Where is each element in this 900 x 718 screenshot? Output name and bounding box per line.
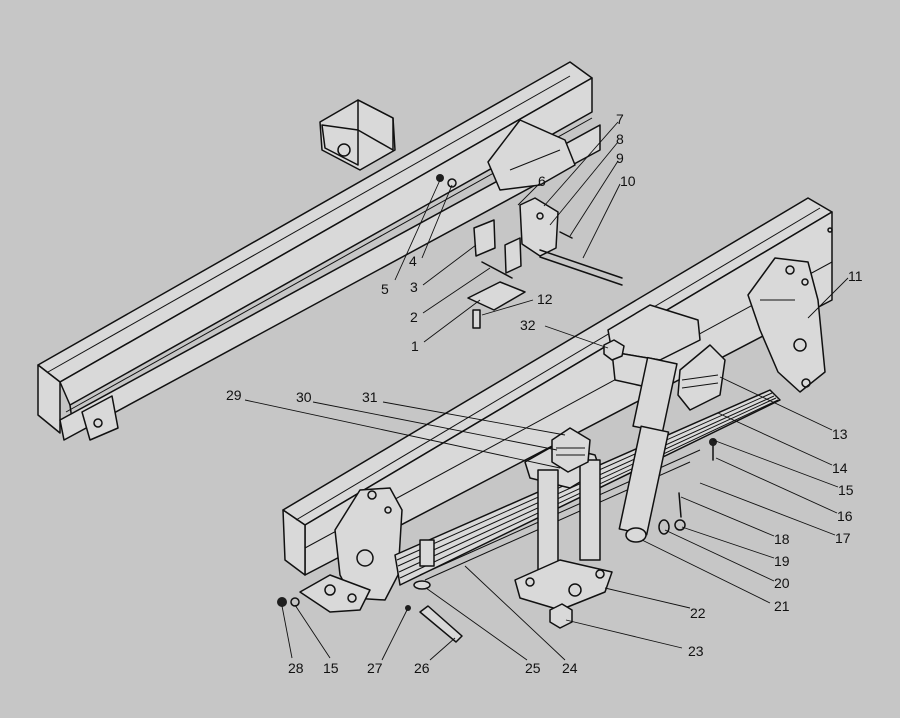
callout-26: 26: [414, 660, 430, 676]
callout-23: 23: [688, 643, 704, 659]
callout-9: 9: [616, 150, 624, 166]
callout-17: 17: [835, 530, 851, 546]
callout-15-front: 15: [838, 482, 854, 498]
left-frame-rail: [37, 61, 601, 441]
callout-15-rear: 15: [323, 660, 339, 676]
callout-10: 10: [620, 173, 636, 189]
spring-seat-u-bolts: [514, 427, 613, 611]
callout-5: 5: [381, 281, 389, 297]
callout-4: 4: [409, 253, 417, 269]
callout-30: 30: [296, 389, 312, 405]
callout-2: 2: [410, 309, 418, 325]
callout-6: 6: [538, 173, 546, 189]
callout-24: 24: [562, 660, 578, 676]
hardware: [277, 174, 717, 643]
callout-21: 21: [774, 598, 790, 614]
spring-bracket-front: [747, 257, 826, 393]
callout-3: 3: [410, 279, 418, 295]
callout-7: 7: [616, 111, 624, 127]
callout-labels: 1 2 3 4 5 6 7 8 9 10 11 12 13 14 15 16 1…: [226, 111, 863, 676]
callout-25: 25: [525, 660, 541, 676]
callout-11: 11: [848, 268, 863, 284]
shock-absorber: [607, 304, 726, 543]
callout-16: 16: [837, 508, 853, 524]
callout-19: 19: [774, 553, 790, 569]
right-frame-rail: [282, 197, 833, 576]
callout-1: 1: [411, 338, 419, 354]
callout-12: 12: [537, 291, 553, 307]
callout-18: 18: [774, 531, 790, 547]
callout-29: 29: [226, 387, 242, 403]
callout-31: 31: [362, 389, 378, 405]
callout-13: 13: [832, 426, 848, 442]
callout-8: 8: [616, 131, 624, 147]
callout-27: 27: [367, 660, 383, 676]
callout-20: 20: [774, 575, 790, 591]
callout-14: 14: [832, 460, 848, 476]
leader-lines: [244, 121, 849, 661]
callout-22: 22: [690, 605, 706, 621]
callout-28: 28: [288, 660, 304, 676]
callout-32: 32: [520, 317, 536, 333]
nut-23: [549, 603, 573, 629]
